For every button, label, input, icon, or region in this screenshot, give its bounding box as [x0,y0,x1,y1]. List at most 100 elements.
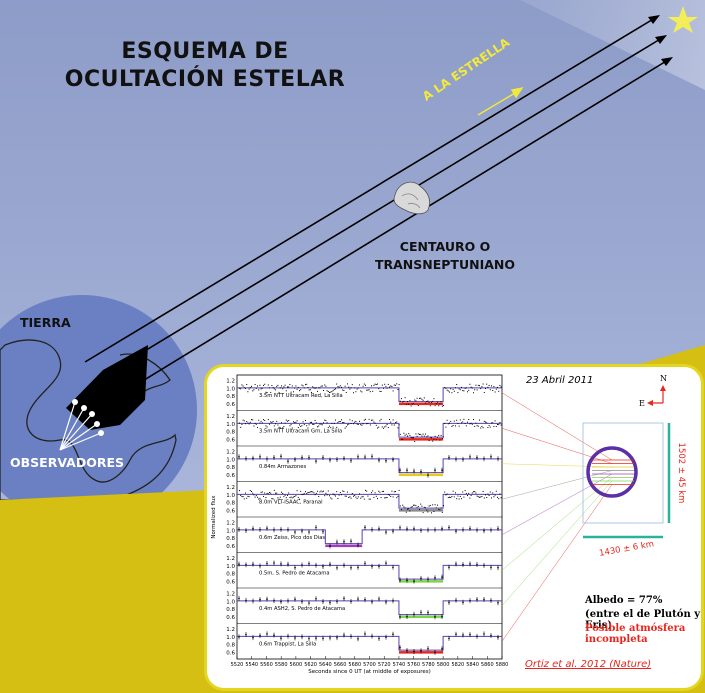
data-point [259,598,261,601]
data-point [305,491,306,493]
data-point [301,635,303,638]
data-point [435,439,437,441]
data-point [443,405,444,407]
data-point [421,398,423,400]
data-point [374,422,376,424]
data-point [329,495,330,497]
chord-bar [398,580,444,583]
data-point [479,419,480,421]
data-point [315,597,317,600]
data-point [498,390,500,392]
data-point [371,600,373,603]
data-point [327,391,329,393]
data-point [239,422,240,424]
data-point [287,635,289,638]
data-point [343,634,345,636]
data-point [469,456,471,458]
x-tick-label: 5580 [275,662,288,668]
data-point [407,435,408,437]
data-point [459,389,461,391]
data-point [259,565,261,567]
data-point [392,496,394,498]
y-tick-label: 0.8 [226,465,235,471]
data-point [494,420,496,422]
data-point [481,426,483,428]
data-point [307,427,309,429]
data-point [351,493,353,495]
data-point [249,387,251,389]
data-point [327,427,329,429]
data-point [335,495,336,497]
data-point [308,562,310,565]
data-point [383,387,384,389]
station-label: 0.6m Zeiss, Pico dos Dias [259,535,325,541]
data-point [272,387,274,389]
data-point [441,438,443,440]
data-point [259,455,261,458]
data-point [355,496,357,498]
data-point [393,424,395,426]
data-point [434,576,436,579]
data-point [452,490,454,492]
data-point [453,420,455,422]
data-point [474,491,476,493]
data-point [239,387,240,389]
data-point [324,419,326,421]
y-tick-label: 0.6 [226,509,235,515]
chord-bar [398,473,444,477]
data-point [329,637,331,639]
data-point [248,388,250,390]
data-point [452,389,454,391]
data-point [461,386,462,388]
data-point [387,427,389,429]
data-point [469,527,471,530]
y-tick-label: 1.0 [226,422,235,428]
data-point [427,611,429,614]
title-line-2: OCULTACIÓN ESTELAR [64,67,346,92]
data-point [249,421,251,423]
data-point [291,385,293,387]
data-point [462,634,464,636]
data-point [365,489,366,491]
data-point [241,496,243,498]
data-point [486,497,488,499]
data-point [377,383,378,385]
data-point [297,386,299,388]
data-point [322,530,324,533]
data-point [364,633,366,635]
data-point [309,421,311,423]
data-point [265,391,267,393]
data-point [471,492,473,494]
data-point [447,423,449,425]
data-point [357,544,359,546]
data-point [373,421,375,423]
data-point [356,388,358,390]
y-tick-label: 1.2 [226,449,235,455]
chord-bar [325,544,363,548]
data-point [361,496,363,498]
data-point [434,405,436,407]
data-point [269,492,270,494]
data-point [350,387,352,389]
data-point [308,456,310,459]
y-tick-label: 1.2 [226,414,235,420]
data-point [307,492,309,494]
data-point [458,498,460,500]
data-point [420,433,422,435]
data-point [349,419,351,421]
data-point [323,422,324,424]
data-point [479,385,480,387]
data-point [399,469,401,471]
data-point [283,426,285,428]
y-tick-label: 1.0 [226,528,235,534]
data-point [285,497,287,499]
data-point [440,401,442,403]
data-point [353,495,354,497]
data-point [350,600,352,603]
y-tick-label: 0.8 [226,643,235,649]
data-point [265,425,267,427]
data-point [290,424,292,426]
station-label: 0.4m ASH2, S. Pedro de Atacama [259,606,345,612]
data-point [301,600,303,603]
data-point [383,490,384,492]
